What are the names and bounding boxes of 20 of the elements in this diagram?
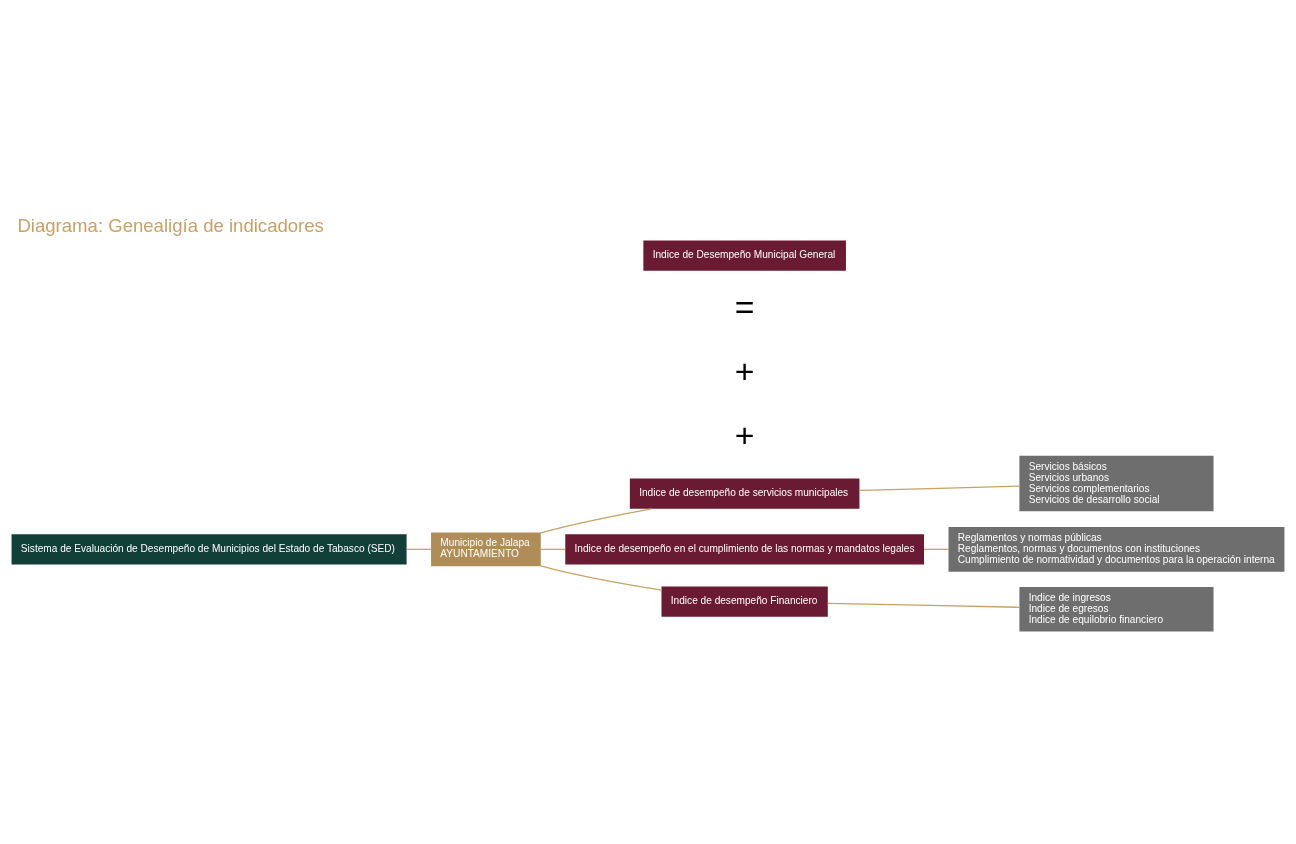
connector [540,507,653,533]
connector [405,548,432,550]
connector [827,602,1020,608]
node-box: Servicios básicos Servicios urbanos Servicios complementarios Servicios de desarrollo social [1019,455,1214,511]
connector [858,485,1020,491]
label: + [734,351,755,390]
connector [540,548,566,550]
node-box: Indice de ingresos Indice de egresos Indice de equilobrio financiero [1019,586,1214,632]
node-box: Indice de desempeño Financiero [661,585,828,617]
label: = [734,287,755,326]
node-box: Indice de Desempeño Municipal General [643,239,846,271]
connector [923,548,950,550]
diagram-title: Diagrama: Genealigía de indicadores [17,214,324,236]
connector [540,564,663,591]
node-box: Reglamentos y normas públicas Reglamentos, normas y documentos con instituciones Cumplimiento de normatividad y documentos para la operación interna [948,526,1285,572]
node-box: Indice de desempeño de servicios municipales [629,477,860,509]
node-box: Indice de desempeño en el cumplimiento de las normas y mandatos legales [565,533,924,564]
label: + [734,415,755,454]
node-box: Municipio de Jalapa AYUNTAMIENTO [431,531,541,566]
node-box: Sistema de Evaluación de Desempeño de Municipios del Estado de Tabasco (SED) [11,533,407,564]
